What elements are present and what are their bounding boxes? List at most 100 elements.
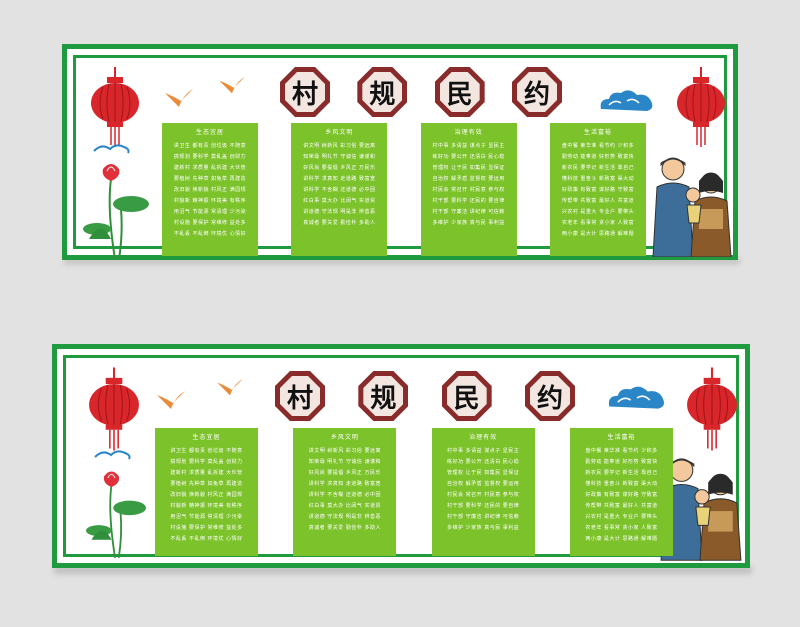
rules-panel: 生态宜居 讲卫生 都有责 创垃圾 不随意 搞规划 要科学 莫乱盖 创财力 建新村… [155,428,258,556]
panel-line: 传帮带 共致富 最好人 共富道 [561,198,635,204]
title-frame: 民 [434,67,485,117]
panel-line: 不乱丢 不乱倒 环境优 心情好 [173,231,247,237]
rules-panels: 生态宜居 讲卫生 都有责 创垃圾 不随意 搞规划 要科学 莫乱盖 创财力 建新村… [155,428,673,556]
title-char: 规 [369,79,396,110]
panel-line: 村民会 常召开 村民意 参与权 [447,492,520,498]
panel-line: 农老年 看事常 贪小家 人致富 [585,525,658,531]
panel-line: 兴农村 是重大 专业户 要带头 [561,209,635,215]
panel-line: 知荣辱 明礼节 守诚信 谦谨和 [303,154,376,160]
panel-line: 村干部 要科学 还民的 要自律 [447,503,520,509]
panel-line: 用沼气 节能源 常清理 少污染 [170,514,243,520]
title-frame: 约 [524,371,575,421]
panel-line: 讲卫生 都有责 创垃圾 不随意 [170,448,243,454]
board-title: 村 规 民 约 [275,371,575,421]
panel-line: 用沼气 节能源 常清理 少污染 [173,209,247,215]
title-frame: 约 [511,67,562,117]
panel-heading: 生活富裕 [607,434,636,441]
panel-line: 农老年 看事常 贪小家 人致富 [561,220,635,226]
panel-line: 懂科技 重奋斗 新致富 渠大动 [585,481,658,487]
title-char: 民 [453,383,480,414]
panel-line: 建新村 求质量 乱拆建 大伙管 [170,470,243,476]
panel-line: 讲卫生 都有责 创垃圾 不随意 [173,143,247,149]
panel-line: 练好功 要公开 还清白 民心稳 [447,459,520,465]
panel-line: 讲文明 树新风 彩习俗 要远离 [308,448,381,454]
lantern-icon [91,67,139,147]
panel-line: 管理权 让于民 如集民 显保证 [447,470,520,476]
panel-line: 好政策 有致富 谋好路 守致富 [561,187,635,193]
board-shadow [64,258,740,264]
panel-line: 多维护 少家族 真与民 事利益 [447,525,520,531]
panel-line: 懂科技 重奋斗 新致富 渠大动 [561,176,635,182]
title-frame: 村 [275,371,325,421]
panel-line: 练好功 要公开 还清白 民心稳 [432,154,505,160]
panel-line: 知荣辱 明礼节 守诚信 谦谨和 [308,459,381,465]
rules-panel: 生态宜居 讲卫生 都有责 创垃圾 不随意 搞规划 要科学 莫乱盖 创财力 建新村… [162,123,258,256]
panel-line: 村貌新 精神振 环境美 有秩序 [170,503,243,509]
lotus-icon [83,164,149,260]
title-frame: 民 [441,371,492,421]
cloud-icon [93,144,130,154]
lotus-icon [86,471,146,559]
panel-line: 村干部 守廉洁 讲纪律 可信赖 [447,514,520,520]
panel-line: 真诚者 要关爱 勤俭朴 多助人 [308,525,381,531]
rules-panel: 乡风文明 讲文明 树新风 彩习俗 要远离 知荣辱 明礼节 守诚信 谦谨和 好风尚… [291,123,388,256]
panel-line: 讲科学 不含糊 还道德 必中固 [303,187,376,193]
panel-heading: 乡风文明 [325,129,354,136]
rules-panel: 乡风文明 讲文明 树新风 彩习俗 要远离 知荣辱 明礼节 守诚信 谦谨和 好风尚… [293,428,397,556]
board-title: 村 规 民 约 [280,67,562,117]
panel-line: 自治权 解矛盾 监督权 要运用 [447,481,520,487]
panel-heading: 生态宜居 [192,434,221,441]
panel-line: 兴农村 是重大 专业户 要带头 [585,514,658,520]
title-frame: 规 [358,371,409,421]
cloud-icon [94,450,131,460]
rules-panel: 治理有效 村中事 多请益 谋点子 显民主 练好功 要公开 还清白 民心稳 管理权… [420,123,517,256]
cloud-icon [600,90,653,111]
title-char: 规 [370,383,397,414]
panel-heading: 生活富裕 [583,129,612,136]
title-frame: 村 [280,67,330,117]
panel-line: 要植树 先种草 如兔草 再建造 [170,481,243,487]
title-char: 村 [286,383,313,414]
panel-line: 不乱丢 不乱倒 环境优 心情好 [170,536,243,542]
panel-line: 新农民 要学记 新生活 靠自己 [585,470,658,476]
panel-line: 村设施 要保护 常维修 益处多 [170,525,243,531]
panel-line: 搞规划 要科学 莫乱盖 创财力 [170,459,243,465]
panel-line: 村干部 要科学 还民的 要自律 [432,198,505,204]
panel-line: 好风尚 要提倡 乡风正 万民乐 [303,165,376,171]
village-rules-board-1: 村 规 民 约 生态宜居 讲卫生 都有责 创垃圾 不随意 搞规划 要科学 莫乱盖… [62,44,738,260]
village-rules-board-2: 村 规 民 约 生态宜居 讲卫生 都有责 创垃圾 不随意 搞规划 要科学 莫乱盖… [52,344,750,568]
panel-line: 勤劳动 能奉道 好形势 致富快 [585,459,658,465]
panel-line: 讲科学 求真知 走道路 致富宽 [303,176,376,182]
title-char: 村 [291,79,318,110]
panel-line: 红白事 莫大办 比阔气 实道贸 [308,503,381,509]
panel-line: 村干部 守廉洁 讲纪律 可信赖 [432,209,505,215]
panel-line: 搞规划 要科学 莫乱盖 创财力 [173,154,247,160]
panel-line: 改旧貌 焕新貌 村风正 满园规 [170,492,243,498]
panel-line: 真诚者 要关爱 勤俭朴 多助人 [303,220,376,226]
rules-panel: 生活富裕 盘中餐 莱华准 看节约 少积多 勤劳动 能奉道 好形势 致富快 新农民… [569,428,673,556]
panel-line: 讲道德 守法规 明是非 辨善恶 [303,209,376,215]
bird-icon [165,89,193,107]
panel-line: 传帮带 共致富 最好人 共富道 [585,503,658,509]
panel-line: 村貌新 精神振 环境美 有秩序 [173,198,247,204]
villagers-illustration [652,157,732,257]
panel-line: 村中事 多请益 谋点子 显民主 [432,143,505,149]
title-frame: 规 [357,67,408,117]
lantern-icon [677,67,725,147]
title-char: 约 [523,79,550,110]
bird-icon [219,76,245,94]
panel-line: 两小康 是大计 思路通 解难题 [585,536,658,542]
panel-line: 讲道德 守法规 明是非 辨善恶 [308,514,381,520]
panel-line: 建新村 求质量 乱拆建 大伙管 [173,165,247,171]
panel-heading: 治理有效 [469,434,498,441]
rules-panel: 生活富裕 盘中餐 莱华准 看节约 少积多 勤劳动 能奉道 好形势 致富快 新农民… [549,123,646,256]
panel-line: 多维护 少家族 真与民 事利益 [432,220,505,226]
title-char: 民 [446,79,473,110]
panel-line: 改旧貌 焕新貌 村风正 满园规 [173,187,247,193]
panel-line: 村设施 要保护 常维修 益处多 [173,220,247,226]
cloud-icon [608,386,665,409]
panel-line: 讲科学 求真知 走道路 致富宽 [308,481,381,487]
panel-line: 自治权 解矛盾 监督权 要运用 [432,176,505,182]
bird-icon [157,391,185,409]
panel-heading: 治理有效 [454,129,483,136]
